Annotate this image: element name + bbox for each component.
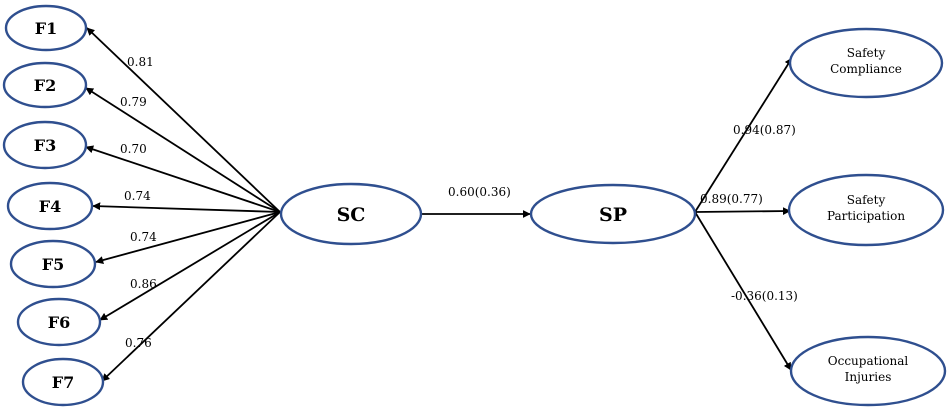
node-f4-label: F4 (39, 197, 62, 216)
edge-sc-f1 (86, 27, 281, 213)
node-safety-compliance: Safety Compliance (788, 27, 944, 99)
node-f6: F6 (16, 297, 102, 347)
node-f6-label: F6 (48, 313, 71, 332)
node-occupational-injuries-line1: Occupational (828, 354, 909, 368)
node-f7-label: F7 (52, 373, 75, 392)
node-f1-label: F1 (35, 19, 58, 38)
node-f5-label: F5 (42, 255, 65, 274)
node-sc: SC (279, 182, 423, 246)
node-f5: F5 (9, 239, 97, 289)
edge-label-sc-f6: 0.86 (130, 277, 157, 291)
edge-sc-f4 (92, 202, 281, 213)
node-sp-label: SP (599, 204, 627, 226)
edge-label-sp-safety-participation: 0.89(0.77) (700, 192, 763, 206)
edge-label-sc-f7: 0.76 (125, 336, 152, 350)
edge-sc-f5 (95, 211, 281, 264)
node-safety-participation: Safety Participation (787, 173, 945, 247)
node-f1: F1 (4, 4, 88, 52)
node-safety-participation-line2: Participation (827, 209, 905, 223)
edge-label-sc-sp: 0.60(0.36) (448, 185, 511, 199)
edge-sp-occupational-injuries (694, 211, 792, 371)
edge-sp-safety-participation (694, 207, 791, 216)
node-safety-compliance-line1: Safety (847, 46, 886, 60)
node-f2: F2 (2, 61, 88, 109)
edge-label-sp-occupational-injuries: -0.36(0.13) (731, 289, 798, 303)
edge-label-sc-f5: 0.74 (130, 230, 157, 244)
node-sc-label: SC (337, 204, 366, 226)
edge-label-sp-safety-compliance: 0.94(0.87) (733, 123, 796, 137)
edge-label-sc-f2: 0.79 (120, 95, 147, 109)
edge-label-sc-f1: 0.81 (127, 55, 154, 69)
edge-sc-f7 (101, 211, 281, 382)
edge-label-sc-f3: 0.70 (120, 142, 147, 156)
node-safety-compliance-line2: Compliance (830, 62, 902, 76)
edge-label-sc-f4: 0.74 (124, 189, 151, 203)
edge-sp-safety-compliance (694, 57, 793, 213)
node-f3: F3 (2, 120, 88, 170)
edge-sc-f6 (99, 211, 281, 321)
node-occupational-injuries: Occupational Injuries (789, 335, 947, 407)
node-f2-label: F2 (34, 76, 57, 95)
node-f7: F7 (21, 357, 105, 407)
edge-sc-f2 (85, 87, 281, 213)
node-occupational-injuries-line2: Injuries (845, 370, 892, 384)
edge-sc-f3 (85, 145, 281, 213)
node-f4: F4 (6, 181, 94, 231)
node-sp: SP (529, 183, 697, 245)
node-f3-label: F3 (34, 136, 57, 155)
node-safety-participation-line1: Safety (847, 193, 886, 207)
